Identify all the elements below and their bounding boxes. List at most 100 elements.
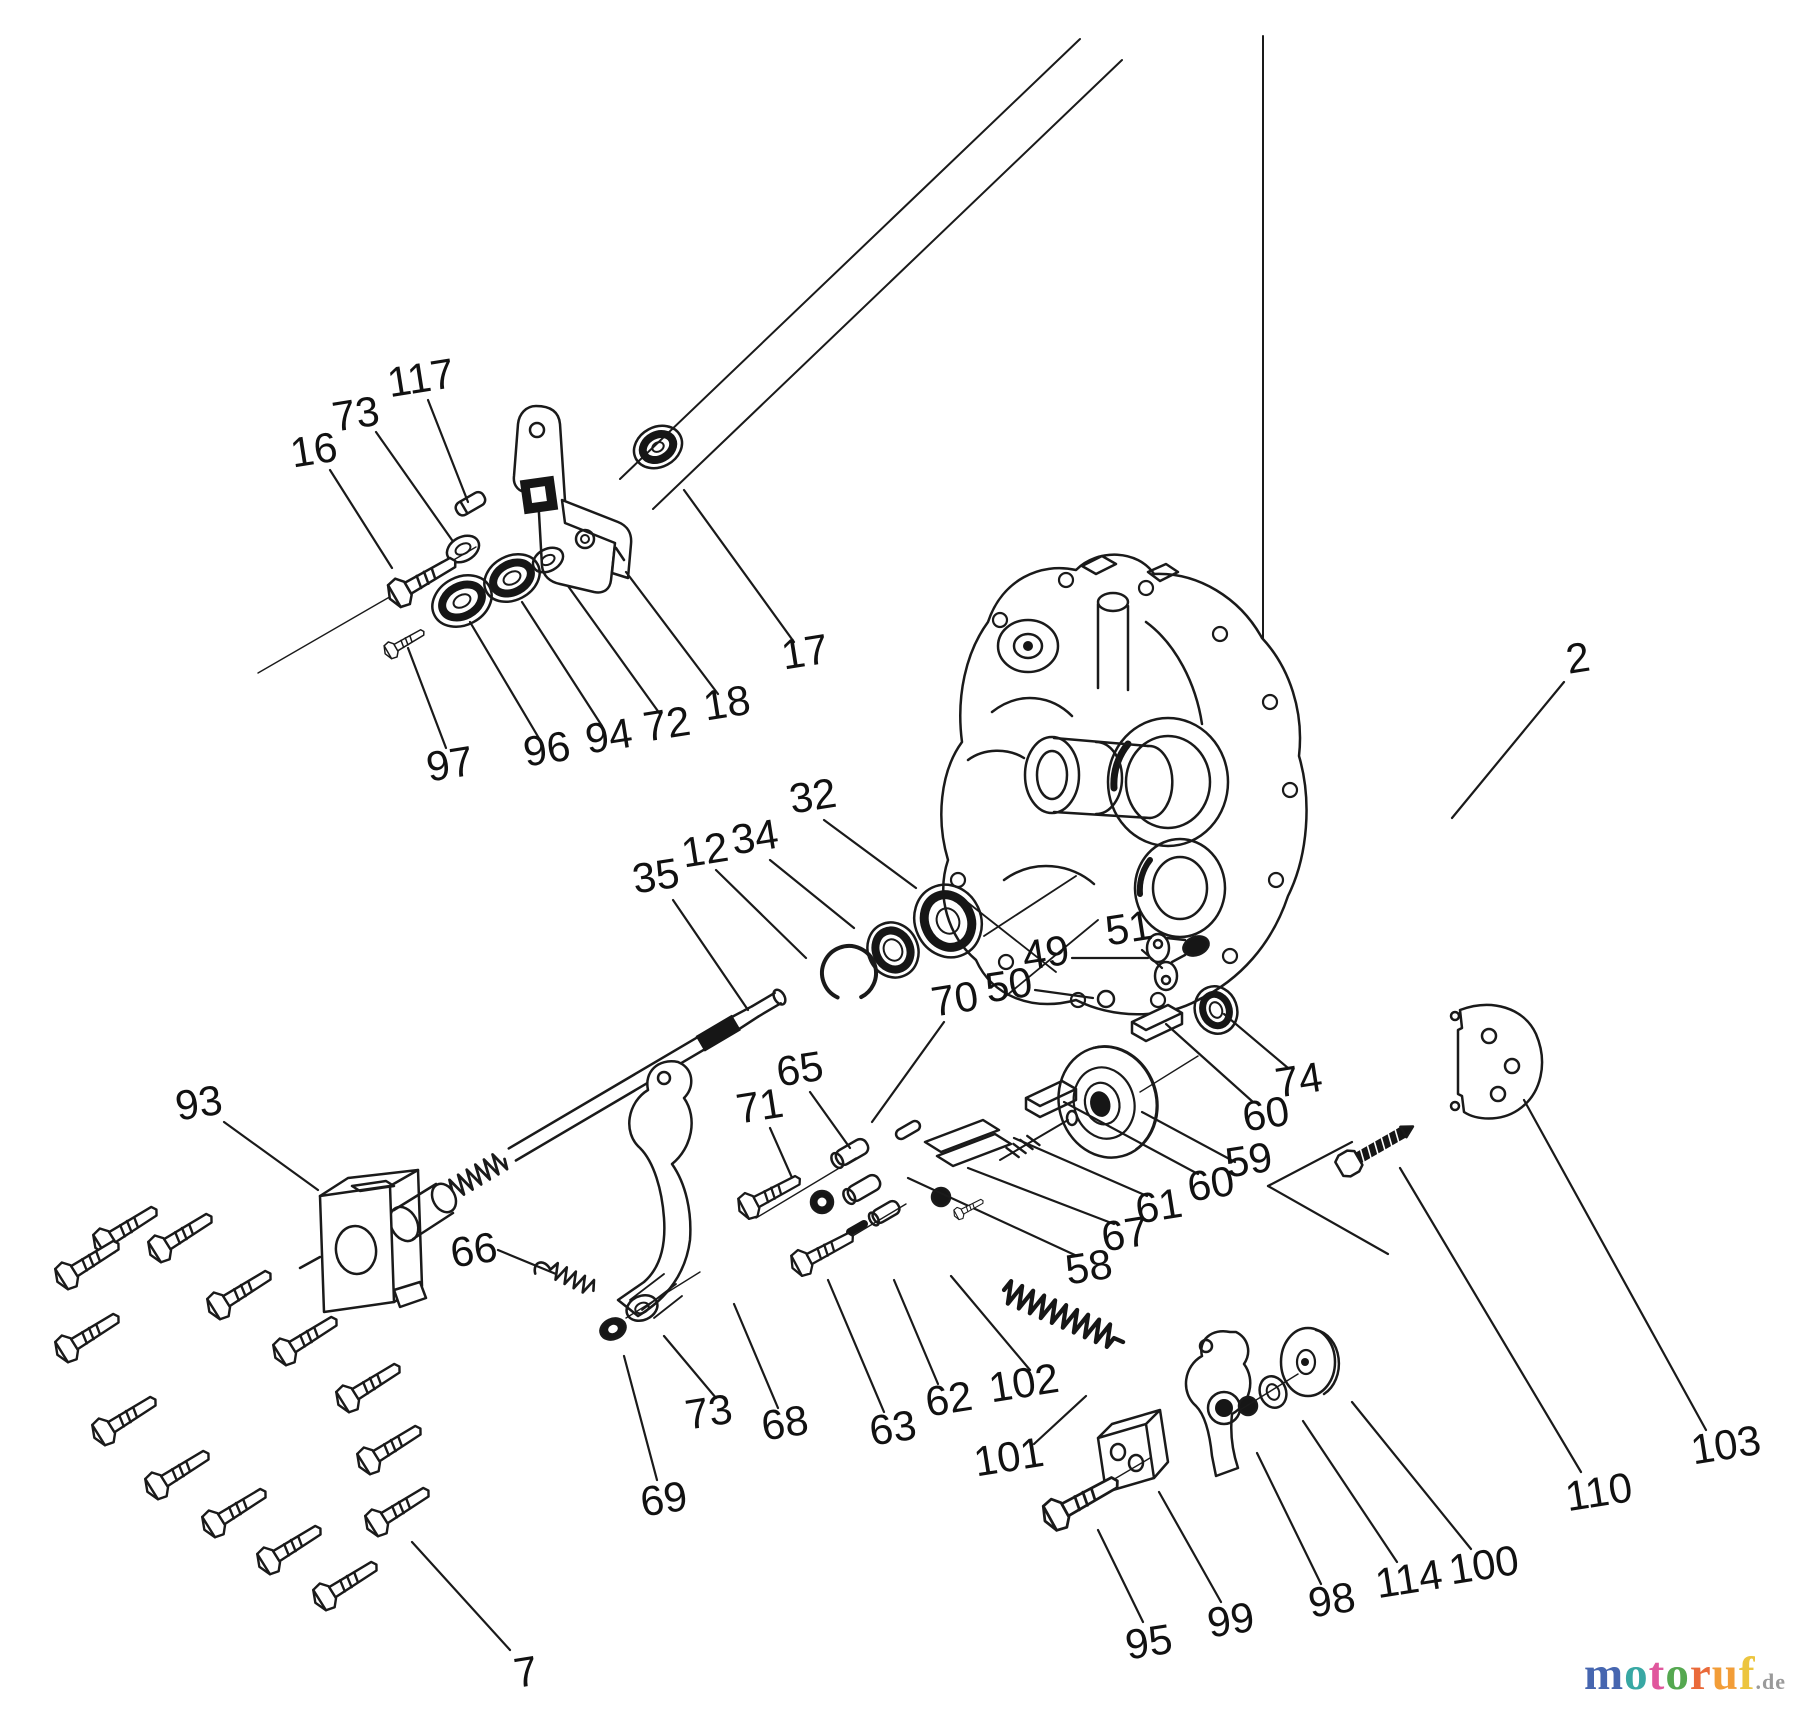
leader-line bbox=[1255, 1451, 1323, 1586]
part-number-label: 70 bbox=[928, 972, 981, 1026]
leader-line bbox=[949, 1274, 1032, 1372]
part-number-label: 63 bbox=[866, 1401, 919, 1455]
hex-bolt bbox=[85, 1386, 165, 1451]
part-number-label: 61 bbox=[1132, 1179, 1185, 1233]
hex-bolt bbox=[200, 1260, 280, 1325]
part-number-label: 35 bbox=[629, 849, 682, 903]
part-number-label: 103 bbox=[1687, 1416, 1764, 1473]
axis-guide-line bbox=[619, 38, 1081, 480]
leader-line bbox=[822, 818, 918, 890]
leader-line bbox=[1062, 1100, 1200, 1176]
part-number-label: 65 bbox=[773, 1042, 826, 1096]
leader-line bbox=[426, 398, 470, 504]
watermark-letter: u bbox=[1711, 1648, 1739, 1700]
part-number-label: 99 bbox=[1204, 1593, 1257, 1647]
part-number-label: 101 bbox=[970, 1428, 1047, 1485]
part-number-label: 93 bbox=[172, 1076, 225, 1130]
hex-bolt bbox=[785, 1223, 861, 1281]
part-number-label: 110 bbox=[1562, 1463, 1635, 1520]
cam-lever-assembly bbox=[533, 1060, 701, 1341]
hex-bolt bbox=[358, 1477, 438, 1542]
watermark-letter: o bbox=[1624, 1648, 1649, 1700]
watermark-domain-suffix: .de bbox=[1755, 1669, 1786, 1694]
leader-line bbox=[671, 898, 750, 1012]
leader-line bbox=[662, 1334, 718, 1400]
part-number-label: 50 bbox=[982, 958, 1035, 1012]
hex-bolt bbox=[250, 1515, 330, 1580]
leader-line bbox=[732, 1302, 780, 1410]
mounting-bracket bbox=[1334, 1003, 1544, 1178]
leader-line bbox=[1266, 1184, 1390, 1256]
part-number-label: 7 bbox=[511, 1647, 541, 1697]
part-number-label: 67 bbox=[1098, 1207, 1151, 1261]
part-number-label: 51 bbox=[1102, 901, 1155, 955]
leader-line bbox=[624, 570, 720, 696]
watermark-logo-text: motoruf bbox=[1584, 1648, 1755, 1700]
hex-bolt bbox=[48, 1230, 128, 1295]
hex-bolt bbox=[950, 1194, 987, 1223]
second-cam-assembly bbox=[1001, 1279, 1341, 1511]
part-number-label: 100 bbox=[1445, 1536, 1522, 1593]
leader-line bbox=[622, 1354, 659, 1482]
part-number-label: 60 bbox=[1239, 1087, 1292, 1141]
part-number-label: 69 bbox=[637, 1472, 690, 1526]
part-number-label: 74 bbox=[1272, 1053, 1325, 1107]
pin bbox=[454, 490, 487, 517]
axis-guide-line bbox=[652, 59, 1123, 510]
hex-bolt bbox=[350, 1415, 430, 1480]
leader-line bbox=[1398, 1166, 1583, 1474]
leader-line bbox=[328, 468, 394, 570]
leader-line bbox=[870, 1020, 946, 1124]
part-number-label: 73 bbox=[329, 387, 382, 441]
leader-line bbox=[966, 1166, 1116, 1226]
spring-bolt bbox=[1334, 1125, 1415, 1178]
leader-line bbox=[1522, 1098, 1708, 1432]
leader-line bbox=[1140, 948, 1164, 970]
watermark-motoruf: motoruf.de bbox=[1584, 1647, 1786, 1701]
leader-lines-layer bbox=[222, 398, 1708, 1652]
hex-bolt bbox=[266, 1306, 346, 1371]
input-shaft-assembly bbox=[388, 883, 983, 1243]
transaxle-housing bbox=[940, 553, 1308, 1016]
leader-line bbox=[682, 488, 796, 644]
brake-actuator-cluster bbox=[755, 1109, 1079, 1265]
hex-bolt bbox=[195, 1478, 275, 1543]
part-number-label: 12 bbox=[678, 823, 731, 877]
part-number-label: 59 bbox=[1222, 1133, 1275, 1187]
leader-line bbox=[1266, 1140, 1354, 1188]
leader-line bbox=[1033, 988, 1095, 1000]
leader-line bbox=[496, 1248, 558, 1276]
part-number-label: 68 bbox=[758, 1396, 811, 1450]
leader-line bbox=[222, 1120, 320, 1192]
hex-bolt bbox=[380, 623, 429, 663]
leader-line bbox=[1164, 1022, 1255, 1104]
leader-line bbox=[1222, 1012, 1290, 1070]
leader-line bbox=[406, 646, 448, 750]
oil-seal bbox=[632, 424, 684, 470]
leader-line bbox=[1301, 1419, 1399, 1564]
leader-line bbox=[1012, 1136, 1149, 1198]
part-number-label: 71 bbox=[733, 1079, 786, 1133]
part-number-label: 60 bbox=[1184, 1157, 1237, 1211]
leader-line bbox=[714, 868, 808, 960]
part-number-label: 95 bbox=[1122, 1615, 1175, 1669]
leader-line bbox=[768, 1126, 795, 1182]
diagram-artwork bbox=[257, 35, 1544, 1511]
support-bracket bbox=[298, 1168, 428, 1314]
part-number-label: 16 bbox=[287, 423, 340, 477]
hex-bolt bbox=[1035, 1465, 1127, 1537]
leader-line bbox=[1450, 680, 1566, 820]
part-number-label: 73 bbox=[682, 1385, 735, 1439]
leader-line bbox=[1350, 1400, 1473, 1551]
part-number-label: 94 bbox=[582, 709, 635, 763]
part-number-label: 34 bbox=[728, 810, 781, 864]
brake-pulley bbox=[1057, 1045, 1159, 1159]
part-number-label: 49 bbox=[1019, 926, 1072, 980]
leader-line bbox=[520, 600, 604, 728]
disc bbox=[1279, 1326, 1341, 1398]
leader-line bbox=[374, 430, 454, 542]
leader-line bbox=[468, 620, 542, 742]
